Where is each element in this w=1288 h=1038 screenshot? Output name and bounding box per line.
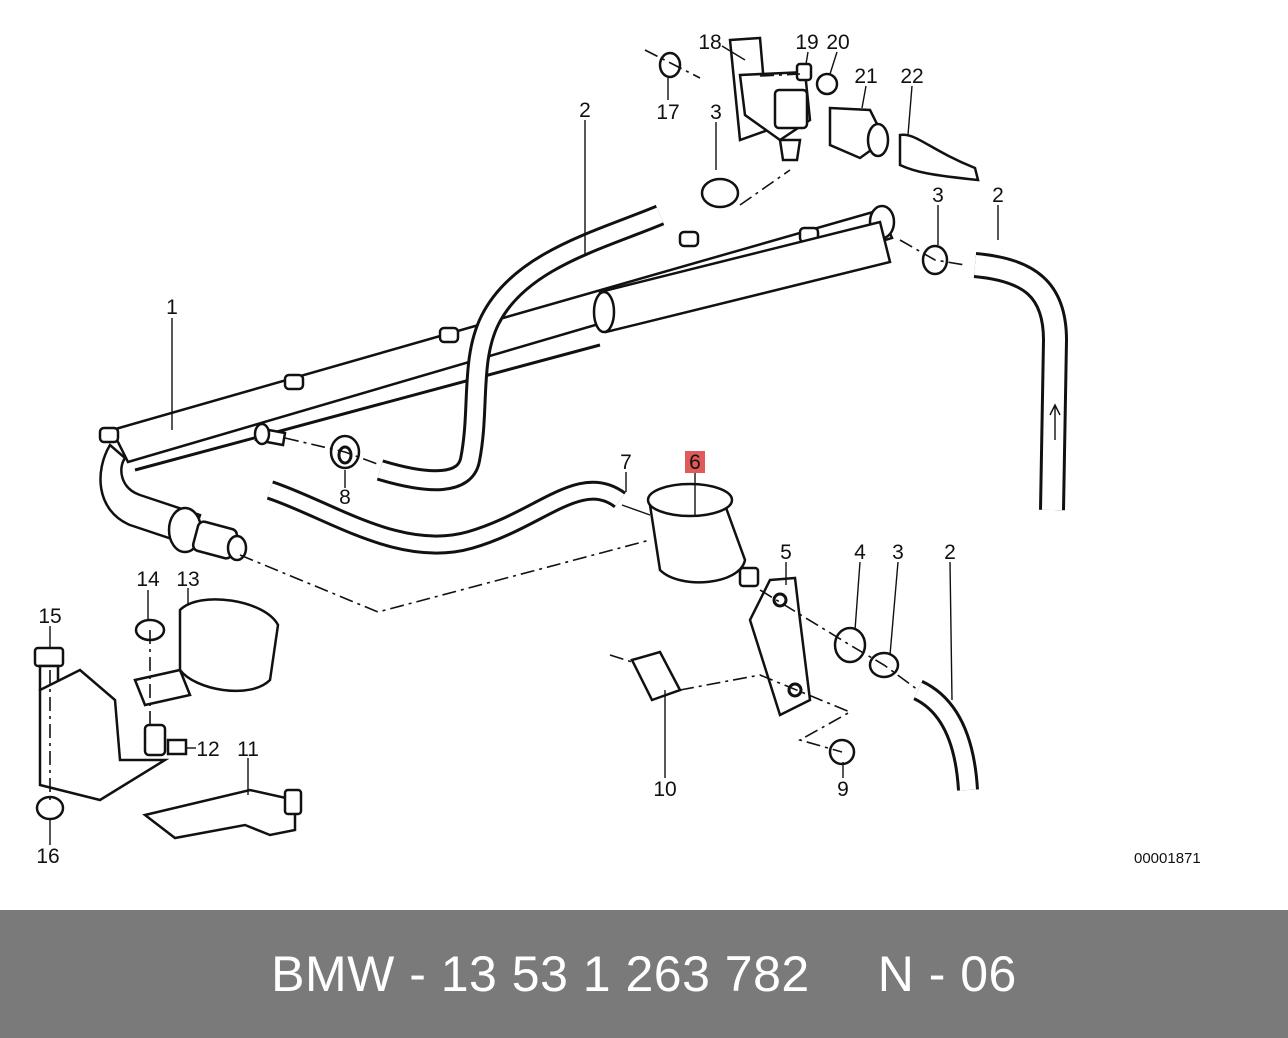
hose-upper (376, 204, 892, 492)
callout-2: 2 (944, 541, 956, 564)
bracket-part (748, 576, 812, 717)
callout-22: 22 (900, 65, 923, 88)
fuel-pressure-damper (621, 482, 760, 588)
callout-1: 1 (166, 296, 178, 319)
callout-20: 20 (826, 31, 849, 54)
callout-14: 14 (136, 568, 160, 591)
footer-text: BMW - 13 53 1 263 782 N - 06 (271, 945, 1017, 1003)
callout-15: 15 (38, 605, 61, 628)
callout-3: 3 (710, 101, 722, 124)
diagram-reference-code: 00001871 (1134, 850, 1201, 867)
callout-12: 12 (196, 738, 219, 761)
hose-right (973, 252, 1069, 511)
callout-labels: 1 2 2 2 3 3 3 4 5 6 7 8 9 10 11 12 13 14… (36, 31, 1004, 868)
callout-5: 5 (780, 541, 792, 564)
callout-9: 9 (837, 778, 849, 801)
leader-lines (49, 45, 999, 845)
callout-7: 7 (620, 451, 632, 474)
small-parts (33, 36, 980, 840)
callout-3: 3 (892, 541, 904, 564)
footer-bar: BMW - 13 53 1 263 782 N - 06 (0, 910, 1288, 1038)
callout-11: 11 (237, 738, 259, 761)
callout-4: 4 (854, 541, 866, 564)
callout-19: 19 (795, 31, 818, 54)
callout-6-highlight (685, 451, 705, 473)
callout-2: 2 (992, 184, 1004, 207)
callout-21: 21 (854, 65, 877, 88)
callout-18: 18 (698, 31, 721, 54)
parts-diagram: 1 2 2 2 3 3 3 4 5 6 7 8 9 10 11 12 13 14… (33, 31, 1201, 868)
part-number: BMW - 13 53 1 263 782 (271, 946, 810, 1002)
callout-8: 8 (339, 486, 351, 509)
hose-lower (266, 480, 626, 555)
fuel-rail-exploded-view: 1 2 2 2 3 3 3 4 5 6 7 8 9 10 11 12 13 14… (33, 31, 1201, 868)
callout-6: 6 (689, 451, 701, 474)
assembly-lines (49, 49, 966, 800)
callout-17: 17 (656, 101, 679, 124)
callout-2: 2 (579, 99, 591, 122)
callout-3: 3 (932, 184, 944, 207)
diagram-group: N - 06 (877, 946, 1017, 1002)
callout-13: 13 (176, 568, 199, 591)
callout-16: 16 (36, 845, 59, 868)
callout-10: 10 (653, 778, 676, 801)
